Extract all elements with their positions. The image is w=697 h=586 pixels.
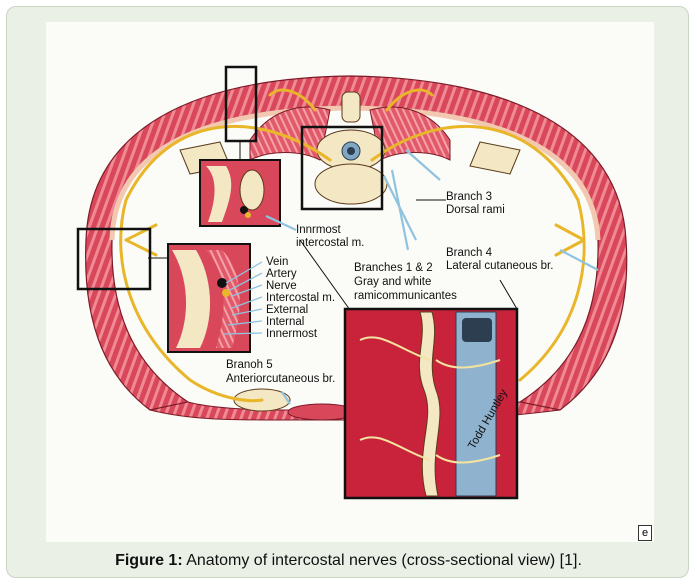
label-branches-line3: ramicommunicantes: [354, 290, 457, 302]
label-external: External: [266, 304, 308, 316]
label-innermost-line1: Innrmost: [296, 224, 342, 236]
label-vein: Vein: [266, 256, 288, 268]
label-intercostal-m: Intercostal m.: [266, 292, 335, 304]
label-artery: Artery: [266, 268, 297, 280]
caption-prefix: Figure 1:: [115, 552, 183, 569]
label-branch4-line1: Branch 4: [446, 247, 493, 259]
label-branch3-line1: Branch 3: [446, 191, 492, 203]
inset-bottom: Todd Huntley: [345, 309, 517, 498]
label-internal: Internal: [266, 316, 304, 328]
label-branch3-line2: Dorsal rami: [446, 204, 505, 216]
label-branch5-line2: Anteriorcutaneous br.: [226, 373, 335, 385]
label-branch4-line2: Lateral cutaneous br.: [446, 260, 553, 272]
inset-left: [168, 244, 250, 352]
label-branches-line2: Gray and white: [354, 276, 431, 288]
label-branch5-line1: Branoh 5: [226, 359, 273, 371]
label-nerve: Nerve: [266, 280, 297, 292]
label-innermost-line2: intercostal m.: [296, 237, 364, 249]
expand-icon[interactable]: e: [638, 525, 652, 541]
label-innermost: Innermost: [266, 328, 318, 340]
caption-text: Anatomy of intercostal nerves (cross-sec…: [183, 552, 582, 569]
figure-caption: Figure 1: Anatomy of intercostal nerves …: [0, 552, 697, 570]
label-branches-line1: Branches 1 & 2: [354, 262, 433, 274]
